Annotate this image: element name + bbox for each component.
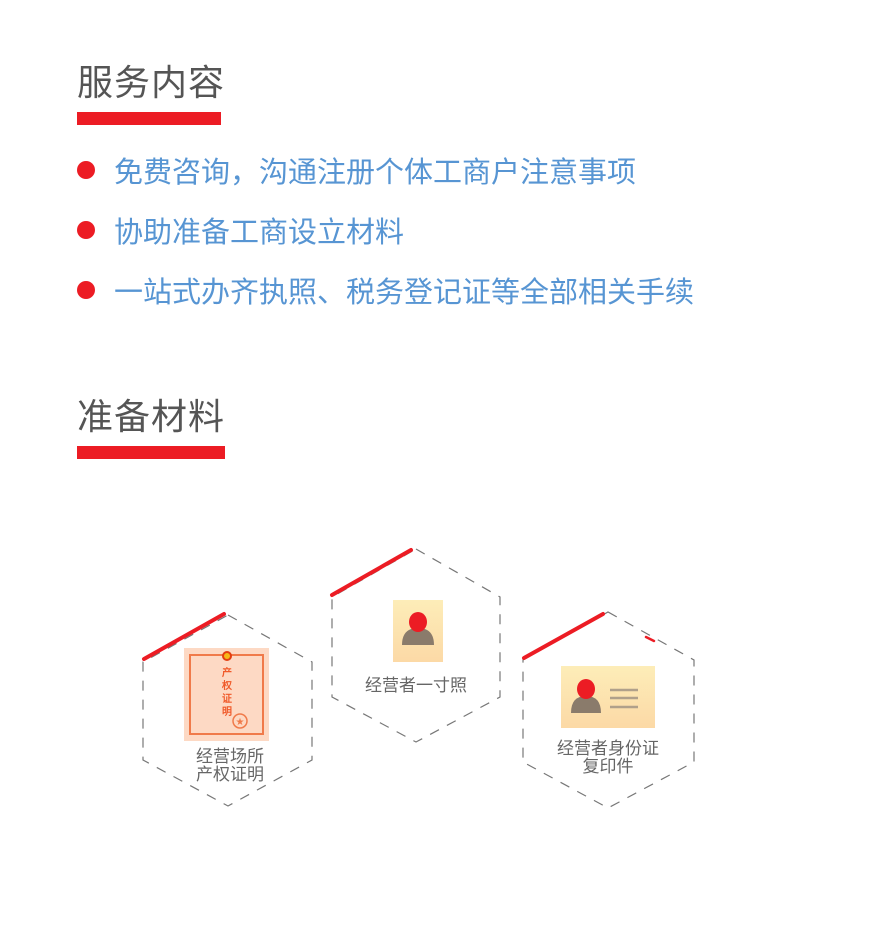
hexagon-outline: [331, 548, 501, 743]
material-label: 经营者一寸照: [365, 676, 467, 696]
id-card-icon: [561, 666, 655, 728]
section-title-materials: 准备材料: [77, 397, 226, 438]
svg-text:产: 产: [222, 666, 232, 679]
list-item: 协助准备工商设立材料: [77, 212, 404, 249]
bullet-icon: [77, 221, 95, 239]
accent-stroke: [522, 612, 605, 660]
portrait-photo-icon: [393, 600, 443, 662]
title-underline: [77, 112, 221, 125]
list-item: 一站式办齐执照、税务登记证等全部相关手续: [77, 272, 694, 309]
svg-text:明: 明: [222, 706, 232, 718]
property-certificate-icon: ★ 产 权 证 明: [184, 648, 269, 741]
material-label: 经营者身份证复印件: [557, 739, 659, 777]
title-underline: [77, 446, 225, 459]
section-title-services: 服务内容: [77, 63, 226, 104]
hexagon-outline: [522, 611, 695, 809]
accent-stroke: [142, 612, 226, 661]
list-item: 免费咨询，沟通注册个体工商户注意事项: [77, 152, 636, 189]
bullet-icon: [77, 161, 95, 179]
svg-text:★: ★: [236, 717, 245, 728]
hexagon-outline: [142, 614, 313, 807]
svg-text:证: 证: [222, 693, 232, 705]
svg-text:权: 权: [221, 679, 233, 692]
bullet-icon: [77, 281, 95, 299]
material-label: 经营场所产权证明: [196, 747, 264, 785]
accent-stroke: [330, 548, 413, 597]
